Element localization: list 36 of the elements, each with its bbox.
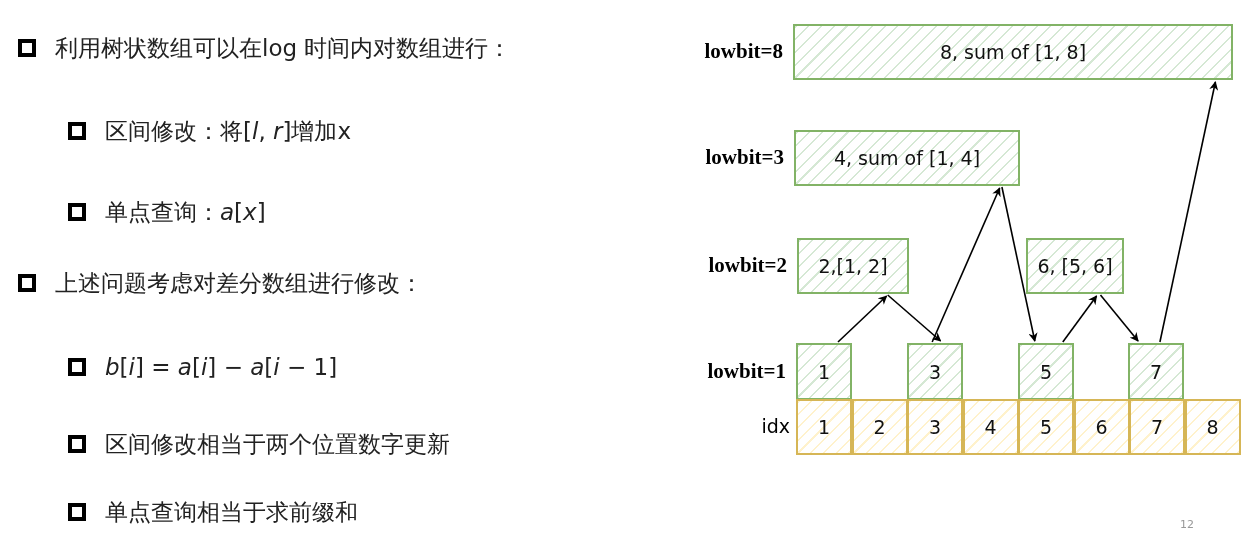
bullet-text: 单点查询相当于求前缀和 [105, 498, 358, 527]
arrow [1062, 295, 1098, 343]
hatched-box: 2,[1, 2] [797, 238, 909, 294]
array-cell: 1 [796, 399, 852, 455]
bullet-text: 利用树状数组可以在log 时间内对数组进行： [55, 34, 512, 63]
hatched-box: 1 [796, 343, 852, 400]
array-cell: 3 [907, 399, 963, 455]
arrow [931, 187, 1001, 343]
array-cell: 2 [851, 399, 908, 455]
bullet-text: b[i] = a[i] − a[i − 1] [105, 353, 338, 382]
arrow [1001, 186, 1038, 342]
arrow [1099, 294, 1139, 342]
array-cell: 7 [1129, 399, 1185, 455]
hatched-box: 6, [5, 6] [1026, 238, 1124, 294]
bullet-text: 上述问题考虑对差分数组进行修改： [55, 269, 423, 298]
row-label: lowbit=3 [705, 145, 784, 170]
arrow [886, 294, 942, 342]
array-cell: 5 [1018, 399, 1074, 455]
hatched-box: 7 [1128, 343, 1184, 400]
row-label: lowbit=2 [708, 253, 787, 278]
arrow [837, 295, 888, 343]
bullet-text: 区间修改相当于两个位置数字更新 [105, 430, 450, 459]
hatched-box: 4, sum of [1, 4] [794, 130, 1020, 186]
hatched-box: 5 [1018, 343, 1074, 400]
bullet-text: 单点查询：a[x] [105, 198, 266, 227]
array-cell: 6 [1073, 399, 1130, 455]
arrow [1159, 81, 1219, 343]
array-cell: 8 [1184, 399, 1241, 455]
page-number: 12 [1180, 518, 1194, 531]
bullet-text: 区间修改：将[l, r]增加x [105, 117, 352, 146]
array-cell: 4 [962, 399, 1019, 455]
hatched-box: 3 [907, 343, 963, 400]
row-label: idx [761, 415, 790, 437]
row-label: lowbit=1 [707, 358, 786, 384]
hatched-box: 8, sum of [1, 8] [793, 24, 1233, 80]
row-label: lowbit=8 [704, 39, 783, 64]
